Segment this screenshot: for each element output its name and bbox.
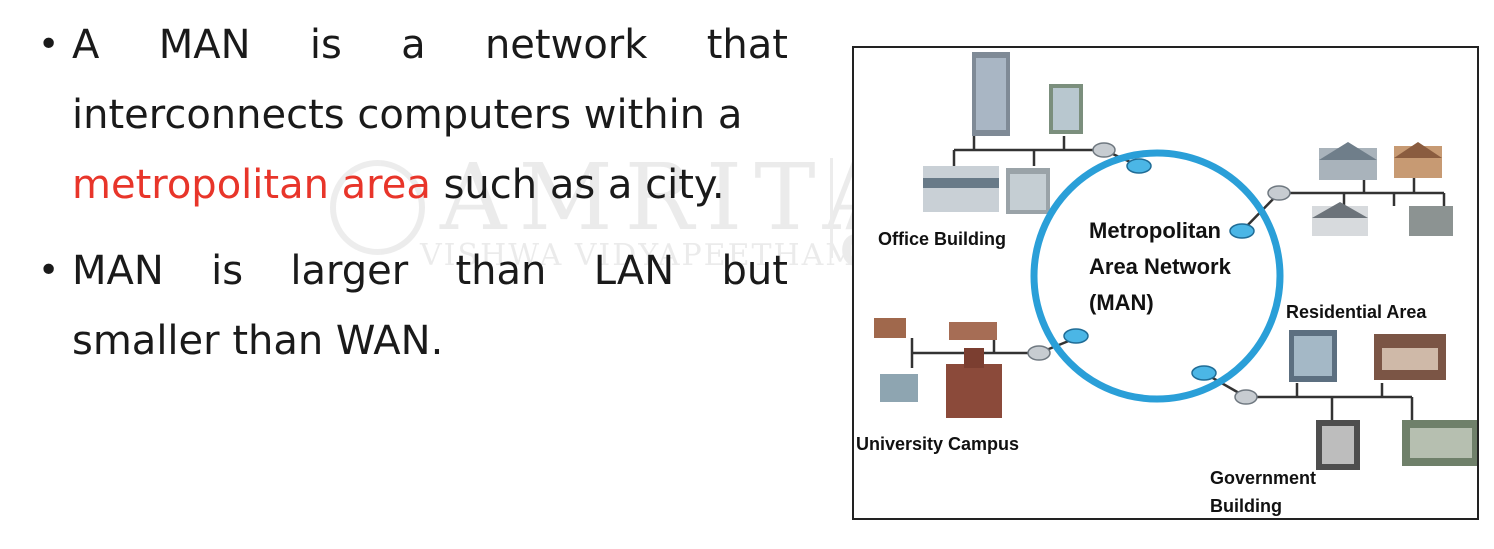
ring-router-icons <box>1063 158 1255 381</box>
word: A <box>72 22 100 68</box>
word: but <box>721 248 788 294</box>
router-icons <box>1027 142 1291 405</box>
government-label-line-1: Government <box>1210 468 1316 488</box>
bullet-text: such as a city. <box>430 162 725 208</box>
word: is <box>309 22 342 68</box>
residential-area-label: Residential Area <box>1286 302 1427 322</box>
government-building-icons <box>1289 330 1477 470</box>
government-label-line-2: Building <box>1210 496 1282 516</box>
bullet-line: A MAN is a network that <box>72 10 788 80</box>
word: LAN <box>593 248 675 294</box>
bullet-item: • A MAN is a network that interconnects … <box>38 10 788 220</box>
watermark-divider <box>830 158 833 258</box>
highlight-term: metropolitan area <box>72 162 431 208</box>
bullet-line: MAN is larger than LAN but <box>72 236 788 306</box>
bullet-dot-icon: • <box>38 24 60 65</box>
man-ring <box>1030 149 1284 403</box>
word: larger <box>290 248 409 294</box>
center-label-line-3: (MAN) <box>1089 290 1154 315</box>
office-building-label: Office Building <box>878 229 1006 249</box>
man-diagram: Metropolitan Area Network (MAN) Office B… <box>852 46 1479 520</box>
bullet-list: • A MAN is a network that interconnects … <box>38 0 788 376</box>
bullet-line: smaller than WAN. <box>72 318 444 364</box>
word: than <box>455 248 547 294</box>
bullet-item: • MAN is larger than LAN but smaller tha… <box>38 236 788 376</box>
center-label-line-1: Metropolitan <box>1089 218 1221 243</box>
word: network <box>484 22 648 68</box>
bullet-line: metropolitan area such as a city. <box>72 150 788 220</box>
word: MAN <box>72 248 164 294</box>
residential-icons <box>1312 142 1453 236</box>
center-label-line-2: Area Network <box>1089 254 1232 279</box>
word: that <box>706 22 788 68</box>
university-campus-icons <box>874 318 1002 418</box>
university-campus-label: University Campus <box>856 434 1019 454</box>
bullet-line: interconnects computers within a <box>72 92 743 138</box>
word: MAN <box>158 22 251 68</box>
bullet-dot-icon: • <box>38 250 60 291</box>
word: a <box>401 22 426 68</box>
word: is <box>211 248 244 294</box>
office-building-icons <box>923 52 1083 214</box>
